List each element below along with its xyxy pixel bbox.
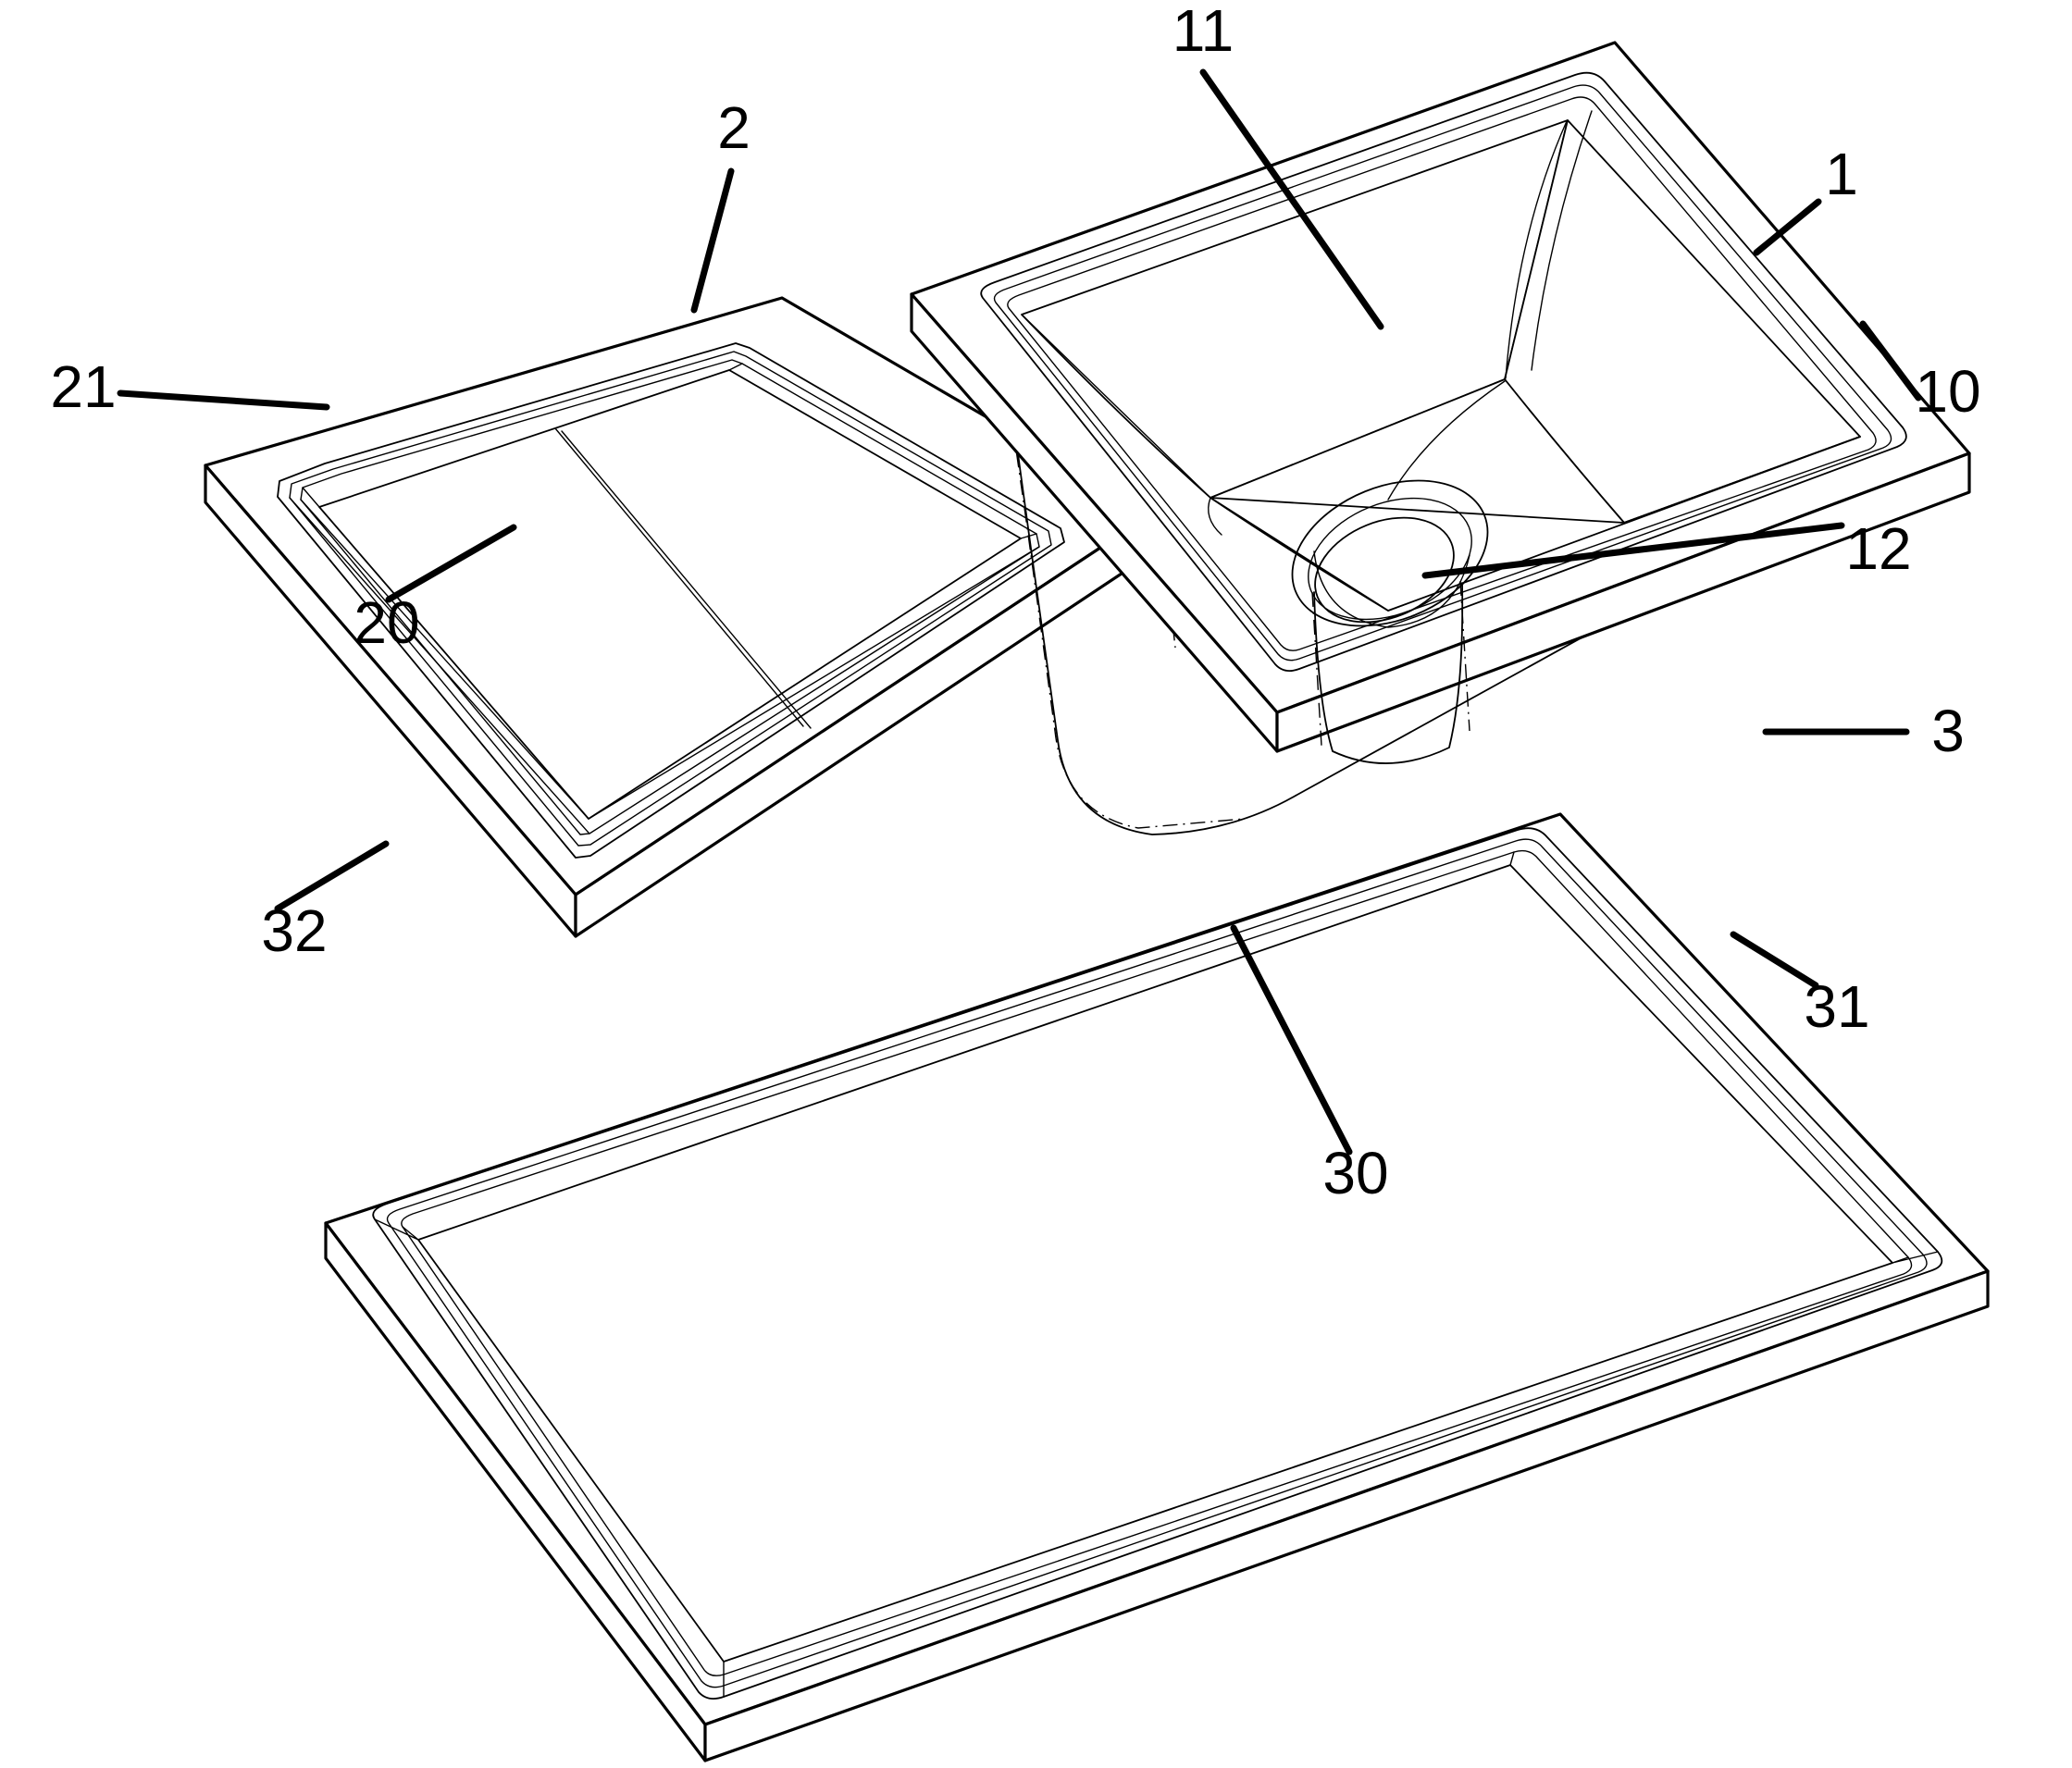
leader-lines (117, 68, 1922, 1156)
cover-panel-recess-wall-left (289, 487, 589, 834)
leader-line-32 (274, 840, 390, 912)
leader-line-12 (1421, 522, 1845, 579)
ref-numeral-31: 31 (1804, 973, 1869, 1040)
ref-numeral-21: 21 (50, 353, 116, 420)
cover-panel-recess-lip-inner (289, 351, 1052, 847)
ref-numeral-10: 10 (1915, 358, 1980, 425)
reference-numerals: 11 1 2 10 21 12 20 3 32 31 30 (50, 0, 1980, 1206)
part-1-sink-basin (910, 41, 1971, 835)
ref-numeral-2: 2 (717, 94, 751, 161)
basin-wall-floor-fold-right (1623, 436, 1861, 524)
leader-line-31 (1730, 931, 1819, 989)
cover-panel-recess-lip-outer (277, 342, 1065, 859)
basin-corner-radius-curve (1505, 120, 1568, 379)
drain-outer-ring (1291, 479, 1489, 627)
base-tray-front-edge-face (703, 1269, 1990, 1762)
ref-numeral-3: 3 (1931, 698, 1965, 764)
basin-bowl-underbody (1010, 399, 1297, 835)
ref-numeral-1: 1 (1825, 141, 1858, 207)
drain-inner-bore (1314, 516, 1455, 624)
base-tray-rim-fold-left (374, 1218, 419, 1241)
ref-numeral-32: 32 (261, 897, 327, 964)
drain-boss-hidden (1311, 580, 1470, 747)
base-tray-rim-second-contour (386, 838, 1928, 1688)
leader-line-10 (1859, 320, 1922, 402)
drain-bore-depth-arc (1313, 550, 1470, 628)
leader-line-20 (385, 524, 517, 603)
basin-opening-outer-lip (980, 71, 1907, 673)
leader-line-1 (1753, 198, 1822, 256)
ref-numeral-12: 12 (1845, 515, 1911, 582)
basin-drain-construction-line (1387, 380, 1506, 501)
base-tray-rim-fold-right (1892, 1251, 1939, 1264)
leader-line-11 (1199, 68, 1384, 330)
cover-panel-floor-divider-line (554, 427, 804, 727)
basin-wall-floor-fold-left (1021, 314, 1211, 499)
part-2-cover-panel (204, 296, 1154, 938)
ref-numeral-30: 30 (1322, 1140, 1388, 1206)
basin-opening-second-lip (993, 84, 1892, 661)
cover-panel-floor-divider-line-2 (561, 430, 812, 729)
leader-line-30 (1230, 924, 1353, 1156)
ref-numeral-11: 11 (1172, 0, 1234, 64)
leader-line-21 (117, 389, 330, 411)
base-tray-rim-fold-back (1509, 851, 1515, 866)
basin-corner-radius-curve-2 (1531, 110, 1593, 371)
basin-opening-third-lip (1007, 96, 1877, 651)
drain-boss-underside (1313, 582, 1464, 764)
ref-numeral-20: 20 (354, 589, 419, 656)
part-3-base-tray (324, 812, 1990, 1762)
basin-floor-fillet-front (1208, 497, 1222, 536)
leader-line-2 (690, 167, 735, 314)
